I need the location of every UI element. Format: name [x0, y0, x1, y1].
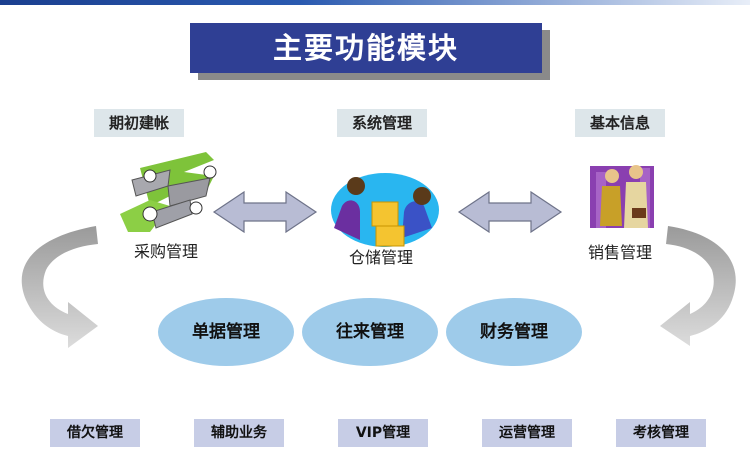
module-loan[interactable]: 借欠管理	[50, 419, 140, 447]
left-curved-arrow	[21, 226, 98, 348]
module-finance[interactable]: 财务管理	[446, 298, 582, 366]
sales-clipart-icon	[590, 165, 654, 228]
label-system-management[interactable]: 系统管理	[337, 109, 427, 137]
label-warehouse[interactable]: 仓储管理	[349, 248, 414, 267]
warehouse-clipart-icon	[331, 173, 439, 247]
module-documents[interactable]: 单据管理	[158, 298, 294, 366]
page-title: 主要功能模块	[190, 23, 542, 73]
label-basic-info[interactable]: 基本信息	[575, 109, 665, 137]
double-arrow-left	[212, 190, 318, 234]
module-auxiliary[interactable]: 辅助业务	[194, 419, 284, 447]
double-arrow-right	[457, 190, 563, 234]
purchase-clipart-icon	[120, 152, 217, 232]
label-initial-setup[interactable]: 期初建帐	[94, 109, 184, 137]
top-accent-bar	[0, 0, 750, 5]
label-sales[interactable]: 销售管理	[588, 243, 653, 262]
right-curved-arrow	[660, 226, 736, 346]
module-operations[interactable]: 运营管理	[482, 419, 572, 447]
label-purchase[interactable]: 采购管理	[134, 242, 199, 261]
module-vip[interactable]: VIP管理	[338, 419, 428, 447]
module-assessment[interactable]: 考核管理	[616, 419, 706, 447]
module-accounts[interactable]: 往来管理	[302, 298, 438, 366]
